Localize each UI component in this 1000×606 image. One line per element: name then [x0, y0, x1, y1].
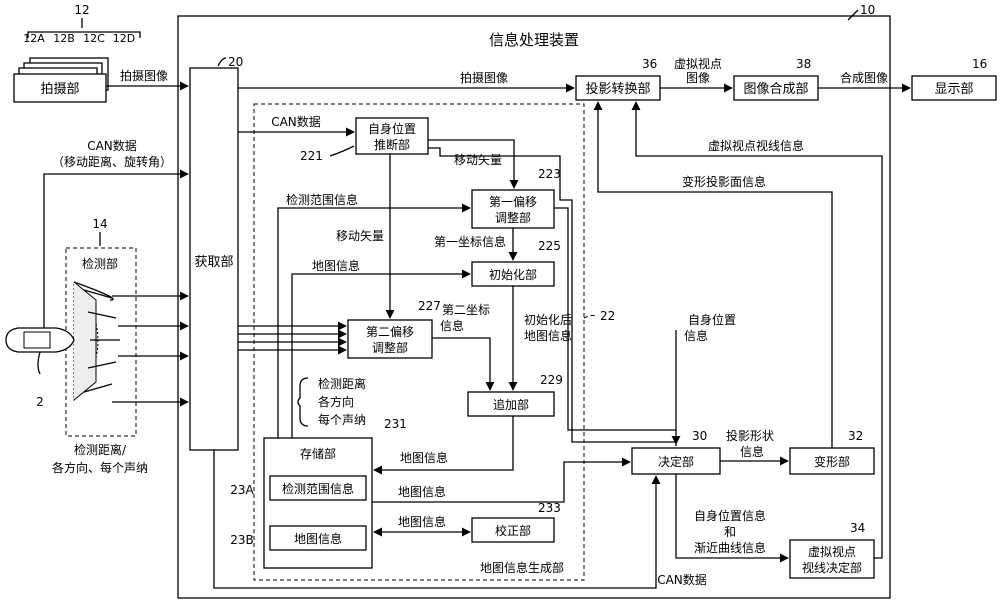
viewpoint-label-1: 虚拟视点	[808, 544, 856, 559]
ref-225: 225	[538, 239, 561, 253]
ref-34: 34	[850, 521, 865, 535]
ref-22: 22	[600, 309, 615, 323]
offset1-label-1: 第一偏移	[489, 194, 537, 209]
ref-16: 16	[972, 57, 987, 71]
ref-12: 12	[74, 3, 89, 17]
label-map-info-a: 地图信息	[312, 258, 360, 273]
label-detect-range-info: 检测范围信息	[286, 192, 358, 207]
ref-233: 233	[538, 501, 561, 515]
label-second-coord-2: 信息	[440, 318, 464, 333]
label-proj-shape-1: 投影形状	[726, 428, 774, 443]
ref-23a: 23A	[230, 483, 254, 497]
label-det-bottom-2: 各方向、每个声纳	[52, 460, 148, 475]
acquire-label: 获取部	[194, 255, 233, 270]
label-curve-1: 自身位置信息	[694, 508, 766, 523]
display-label: 显示部	[934, 82, 973, 97]
ref-2: 2	[36, 395, 44, 409]
label-init-map-2: 地图信息	[524, 328, 572, 343]
correct-label: 校正部	[495, 523, 531, 538]
label-second-coord-1: 第二坐标	[442, 303, 490, 317]
label-shot-image-top: 拍摄图像	[460, 70, 508, 85]
ref-223: 223	[538, 167, 561, 181]
ref-23b: 23B	[230, 533, 254, 547]
ref-36: 36	[642, 57, 657, 71]
ref-14: 14	[92, 217, 107, 231]
camera-label: 拍摄部	[40, 82, 79, 97]
sonar-fan	[74, 282, 120, 400]
label-self-pos-info-2: 信息	[684, 328, 708, 343]
storage-label: 存储部	[300, 446, 336, 461]
offset2-label-2: 调整部	[372, 340, 408, 355]
ref-32: 32	[848, 429, 863, 443]
label-map-info-b: 地图信息	[400, 450, 448, 465]
label-first-coord-info: 第一坐标信息	[434, 234, 506, 249]
label-move-vector-2: 移动矢量	[336, 229, 384, 243]
decide-label: 决定部	[658, 454, 694, 469]
label-det-bottom-1: 检测距离/	[74, 442, 127, 457]
label-init-map-1: 初始化后	[524, 313, 572, 327]
label-det-list-1: 检测距离	[318, 376, 366, 391]
add-label: 追加部	[493, 397, 529, 412]
ref-12a: 12A	[23, 32, 45, 45]
viewpoint-label-2: 视线决定部	[802, 560, 862, 575]
ref-12d: 12D	[113, 32, 135, 45]
ref-229: 229	[540, 373, 563, 387]
projection-label: 投影转换部	[585, 81, 650, 97]
ref-12b: 12B	[53, 32, 75, 45]
ref-10: 10	[860, 3, 875, 17]
generator-label: 地图信息生成部	[480, 560, 564, 575]
label-det-list-2: 各方向	[318, 394, 354, 409]
offset1-label-2: 调整部	[495, 210, 531, 225]
label-move-vector-1: 移动矢量	[454, 153, 502, 167]
label-virtual-view-image-2: 图像	[686, 71, 710, 85]
label-curve-2: 和	[724, 525, 736, 539]
composite-label: 图像合成部	[743, 82, 808, 97]
offset2-label-1: 第二偏移	[366, 324, 414, 339]
storage-range-label: 检测范围信息	[282, 481, 354, 496]
label-virtual-sight-info: 虚拟视点视线信息	[708, 138, 804, 153]
init-label: 初始化部	[489, 267, 537, 282]
self-pos-label-1: 自身位置	[368, 121, 416, 136]
deform-label: 变形部	[814, 454, 850, 469]
label-map-info-c: 地图信息	[398, 484, 446, 499]
camera-group: 拍摄部 12 12A 12B 12C 12D	[14, 3, 140, 102]
ref-227: 227	[418, 299, 441, 313]
label-virtual-view-image-1: 虚拟视点	[674, 56, 722, 71]
ref-38: 38	[796, 57, 811, 71]
label-can-data-inner: CAN数据	[271, 114, 321, 129]
label-deform-proj-info: 变形投影面信息	[682, 174, 766, 189]
detector-label: 检测部	[82, 256, 118, 271]
ref-12c: 12C	[83, 32, 105, 45]
label-can-data: CAN数据	[87, 138, 137, 153]
ref-231: 231	[384, 417, 407, 431]
label-shot-image-left: 拍摄图像	[120, 68, 168, 83]
storage-map-label: 地图信息	[294, 531, 342, 546]
label-curve-3: 渐近曲线信息	[694, 540, 766, 555]
ref-30: 30	[692, 429, 707, 443]
label-map-info-d: 地图信息	[398, 514, 446, 529]
ref-20: 20	[228, 55, 243, 69]
label-self-pos-info-1: 自身位置	[688, 312, 736, 327]
ref-221: 221	[300, 149, 323, 163]
self-pos-label-2: 推断部	[374, 137, 410, 152]
label-can-data-bottom: CAN数据	[657, 572, 707, 587]
label-can-data-detail: （移动距离、旋转角）	[52, 154, 172, 169]
label-det-list-3: 每个声纳	[318, 412, 366, 427]
label-composite-image: 合成图像	[840, 70, 888, 85]
vehicle-icon	[6, 328, 74, 374]
device-title: 信息处理装置	[489, 31, 579, 49]
label-proj-shape-2: 信息	[740, 444, 764, 459]
